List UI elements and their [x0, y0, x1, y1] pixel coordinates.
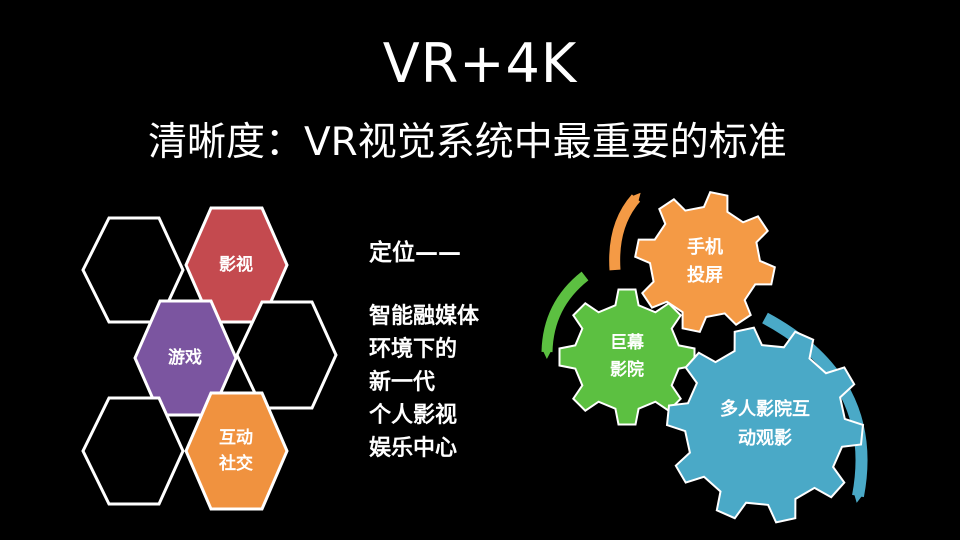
arrow-green-icon	[541, 271, 589, 359]
positioning-line: 个人影视	[369, 403, 458, 428]
positioning-list: 智能融媒体 环境下的 新一代 个人影视 娱乐中心	[369, 300, 479, 465]
hex-hudong-label: 互动 社交	[196, 425, 276, 477]
slide-subtitle: 清晰度：VR视觉系统中最重要的标准	[148, 120, 787, 165]
hex-hudong	[184, 391, 289, 511]
positioning-title: 定位——	[369, 240, 461, 266]
hex-yingshi-label: 影视	[219, 255, 253, 275]
hex-hudong-line1: 互动	[219, 428, 253, 448]
positioning-line: 智能融媒体	[369, 304, 480, 329]
gear-multi-label: 多人影院互 动观影	[700, 395, 830, 453]
gear-cinema-line2: 影院	[610, 360, 644, 380]
positioning-line: 娱乐中心	[369, 436, 458, 461]
gear-cinema-line1: 巨幕	[610, 333, 644, 353]
hex-youxi-label: 游戏	[168, 348, 202, 368]
gear-cinema	[558, 288, 696, 426]
slide-title: VR+4K	[382, 32, 578, 95]
positioning-line: 新一代	[369, 370, 436, 395]
gear-phone-label: 手机 投屏	[670, 234, 740, 290]
hex-empty-bottom-left	[81, 396, 185, 506]
gear-phone	[634, 191, 776, 333]
gear-multi-line1: 多人影院互	[720, 399, 810, 420]
gear-phone-line1: 手机	[687, 237, 723, 258]
gear-cinema-label: 巨幕 影院	[592, 330, 662, 384]
arrow-orange-icon	[609, 192, 641, 271]
gear-multi	[665, 326, 865, 524]
positioning-line: 环境下的	[369, 337, 458, 362]
hex-empty-middle-right	[235, 300, 338, 410]
hex-hudong-line2: 社交	[219, 454, 253, 474]
gear-multi-line2: 动观影	[738, 428, 792, 449]
gear-phone-line2: 投屏	[687, 265, 723, 286]
